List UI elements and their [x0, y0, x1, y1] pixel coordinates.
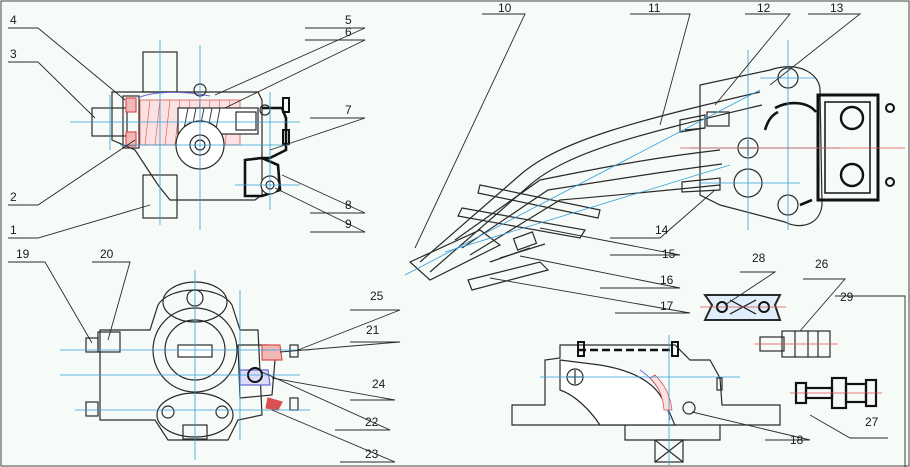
- leader-lines: [8, 13, 906, 467]
- clamp-bar-14: [681, 177, 721, 193]
- red-mark-23: [265, 397, 283, 411]
- callout-23: 23: [365, 447, 379, 461]
- bolt-right-top: [885, 103, 895, 113]
- bolt-lower-left: [85, 401, 99, 417]
- callout-26: 26: [815, 257, 829, 271]
- shaft-collar: [235, 111, 257, 131]
- callout-12: 12: [757, 1, 771, 15]
- arm-plate-upper: [477, 184, 601, 219]
- gear-housing: [816, 93, 880, 202]
- part-28-detail: [700, 294, 786, 321]
- view-front-top-left: [91, 51, 290, 219]
- bottom-hole-right: [215, 405, 229, 419]
- callout-22: 22: [365, 415, 379, 429]
- callout-27: 27: [865, 415, 879, 429]
- callout-17: 17: [660, 299, 674, 313]
- callout-7: 7: [345, 103, 352, 117]
- part-26-detail: [755, 330, 838, 358]
- callout-16: 16: [660, 273, 674, 287]
- hole-18: [682, 401, 696, 415]
- callout-13: 13: [830, 1, 844, 15]
- callout-28: 28: [752, 251, 766, 265]
- callout-labels: 4 3 2 1 5 6 7 8 9 10 11 12 13 14 15 16 1…: [10, 1, 879, 461]
- callout-11: 11: [648, 1, 661, 15]
- callout-5: 5: [345, 13, 352, 27]
- housing-right-top: [262, 106, 288, 160]
- callout-29: 29: [840, 290, 854, 304]
- centerlines-view-b: [60, 270, 310, 460]
- part-27-detail: [790, 376, 882, 410]
- centerlines-view-d: [540, 335, 740, 465]
- arm-tab: [512, 231, 538, 251]
- callout-20: 20: [100, 247, 114, 261]
- centerlines-view-a: [70, 40, 300, 230]
- callout-3: 3: [10, 47, 17, 61]
- section-curve-top: [137, 91, 211, 99]
- arm-edge-3: [454, 149, 721, 241]
- callout-8: 8: [345, 198, 352, 212]
- centerlines-view-c: [404, 40, 840, 276]
- bolt-23: [289, 397, 299, 411]
- arm-end-block: [408, 229, 502, 281]
- callout-15: 15: [662, 247, 676, 261]
- curved-section: [559, 359, 677, 426]
- arm-edge-2: [429, 104, 763, 273]
- hatch-d: [649, 374, 673, 411]
- callout-10: 10: [498, 1, 512, 15]
- callout-6: 6: [345, 25, 352, 39]
- bearing-hatch-bottom: [125, 131, 137, 147]
- view-bottom-right: [511, 341, 781, 463]
- bottom-step: [624, 425, 721, 441]
- bolt-20-head: [97, 331, 121, 353]
- right-bolt-top: [282, 97, 290, 113]
- bracket-plate: [699, 66, 823, 227]
- body-outline-d: [511, 344, 781, 426]
- body-outline-b: [99, 289, 263, 441]
- bearing-hatch-top: [125, 97, 137, 113]
- arm-plate-17: [467, 261, 550, 291]
- gear-housing-inner: [824, 101, 871, 194]
- housing-arc-top: [774, 101, 818, 113]
- gear-top: [839, 105, 865, 131]
- callout-2: 2: [10, 190, 17, 204]
- callout-14: 14: [655, 223, 669, 237]
- callout-18: 18: [790, 433, 804, 447]
- callout-4: 4: [10, 13, 17, 27]
- right-bolt-mid: [282, 129, 290, 145]
- arm-plate-15: [457, 207, 586, 239]
- callout-19: 19: [16, 247, 30, 261]
- arm-edge-1: [419, 91, 761, 263]
- bottom-hole-left: [161, 405, 175, 419]
- arm-edge-4: [461, 163, 723, 249]
- callout-21: 21: [366, 323, 380, 337]
- callout-9: 9: [345, 217, 352, 231]
- housing-arc-left: [763, 110, 779, 131]
- bolt-right-bottom: [885, 177, 895, 187]
- callout-24: 24: [372, 377, 386, 391]
- callout-1: 1: [10, 223, 17, 237]
- callout-25: 25: [370, 289, 384, 303]
- hatch-25: [261, 344, 283, 361]
- arm-edge-5: [469, 184, 721, 256]
- gear-bottom: [839, 162, 865, 188]
